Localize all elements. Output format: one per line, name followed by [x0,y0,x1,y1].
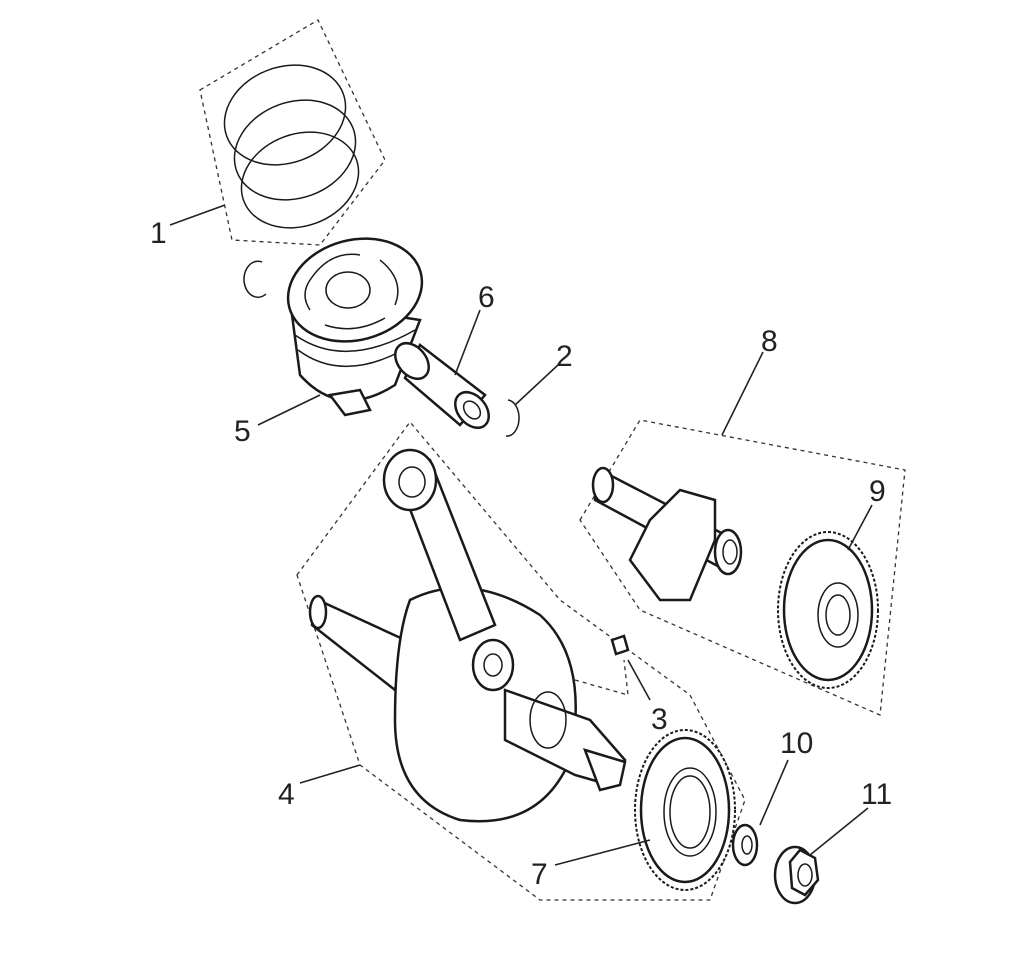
callout-6: 6 [478,281,495,314]
callout-8: 8 [761,325,778,358]
key-position-guide [574,659,629,696]
flange-nut [773,845,820,905]
piston-pin-clip-left [243,260,267,298]
callout-2: 2 [556,340,573,373]
piston [286,237,424,417]
balancer-gear [777,531,879,689]
piston-ring-group-outline [199,19,386,246]
crankshaft-assembly [308,448,627,823]
washer [731,823,759,867]
balancer-group-outline [579,419,906,716]
piston-rings [223,64,360,229]
piston-pin [394,341,490,430]
callout-10: 10 [780,727,813,760]
callout-5: 5 [234,415,251,448]
callout-9: 9 [869,475,886,508]
callout-11: 11 [861,778,892,811]
callout-3: 3 [651,703,668,736]
balancer-shaft [591,466,743,602]
callout-4: 4 [278,778,295,811]
crankshaft-group-outline [296,420,746,901]
callout-1: 1 [150,217,167,250]
callout-7: 7 [531,858,548,891]
piston-pin-clip-right [505,399,520,437]
leader-lines [169,204,873,866]
woodruff-key [610,634,630,656]
crankshaft-gear [634,729,736,891]
